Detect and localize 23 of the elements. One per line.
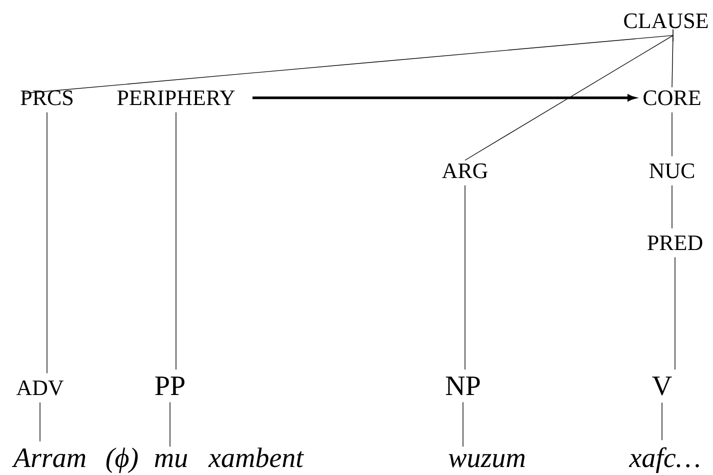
word: xafc… (628, 447, 699, 473)
category-label: PRED (648, 236, 702, 250)
category-label: NP (446, 376, 480, 395)
category-label: CLAUSE (624, 13, 708, 28)
category-label: ADV (16, 380, 64, 396)
category-label: ARG (442, 163, 488, 178)
word: xambent (208, 448, 304, 468)
category-label: PERIPHERY (117, 90, 235, 105)
category-label: V (652, 376, 672, 396)
word: Arram (12, 448, 86, 468)
tree-line (674, 256, 676, 370)
category-label: CORE (644, 90, 700, 106)
category-label: PP (155, 376, 184, 395)
word: (ϕ) (106, 448, 138, 473)
word: mu (154, 454, 188, 468)
category-label: PRCS (20, 90, 73, 106)
tree-line (46, 112, 48, 374)
tree-line (462, 402, 464, 447)
tree-line (24, 35, 674, 94)
tree-line (464, 185, 466, 370)
category-label: NUC (649, 163, 694, 178)
word: wuzum (448, 454, 525, 468)
tree-line (464, 35, 674, 161)
